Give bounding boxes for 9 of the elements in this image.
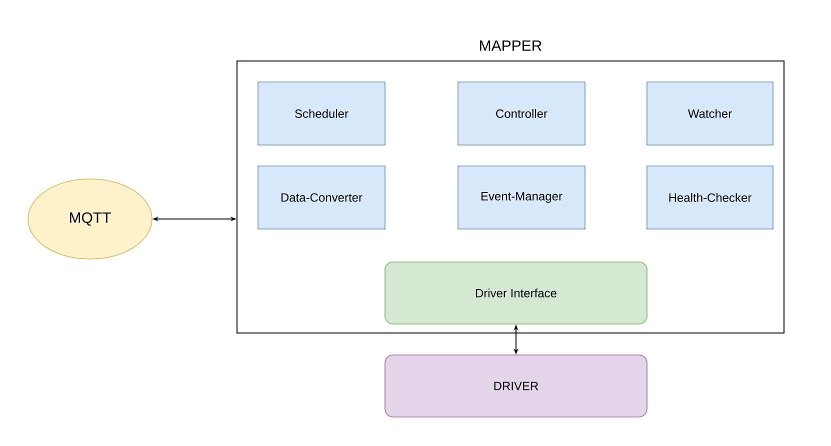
- process-box: Scheduler: [258, 82, 386, 146]
- driver-box: DRIVER: [384, 354, 648, 418]
- node-label: MAPPER: [480, 40, 542, 51]
- process-box: Watcher: [646, 82, 774, 146]
- process-box: Controller: [458, 82, 586, 146]
- process-box: Health-Checker: [646, 166, 774, 230]
- interface-box: Driver Interface: [384, 262, 648, 324]
- process-box: Event-Manager: [458, 166, 586, 230]
- process-box: Data-Converter: [258, 166, 386, 230]
